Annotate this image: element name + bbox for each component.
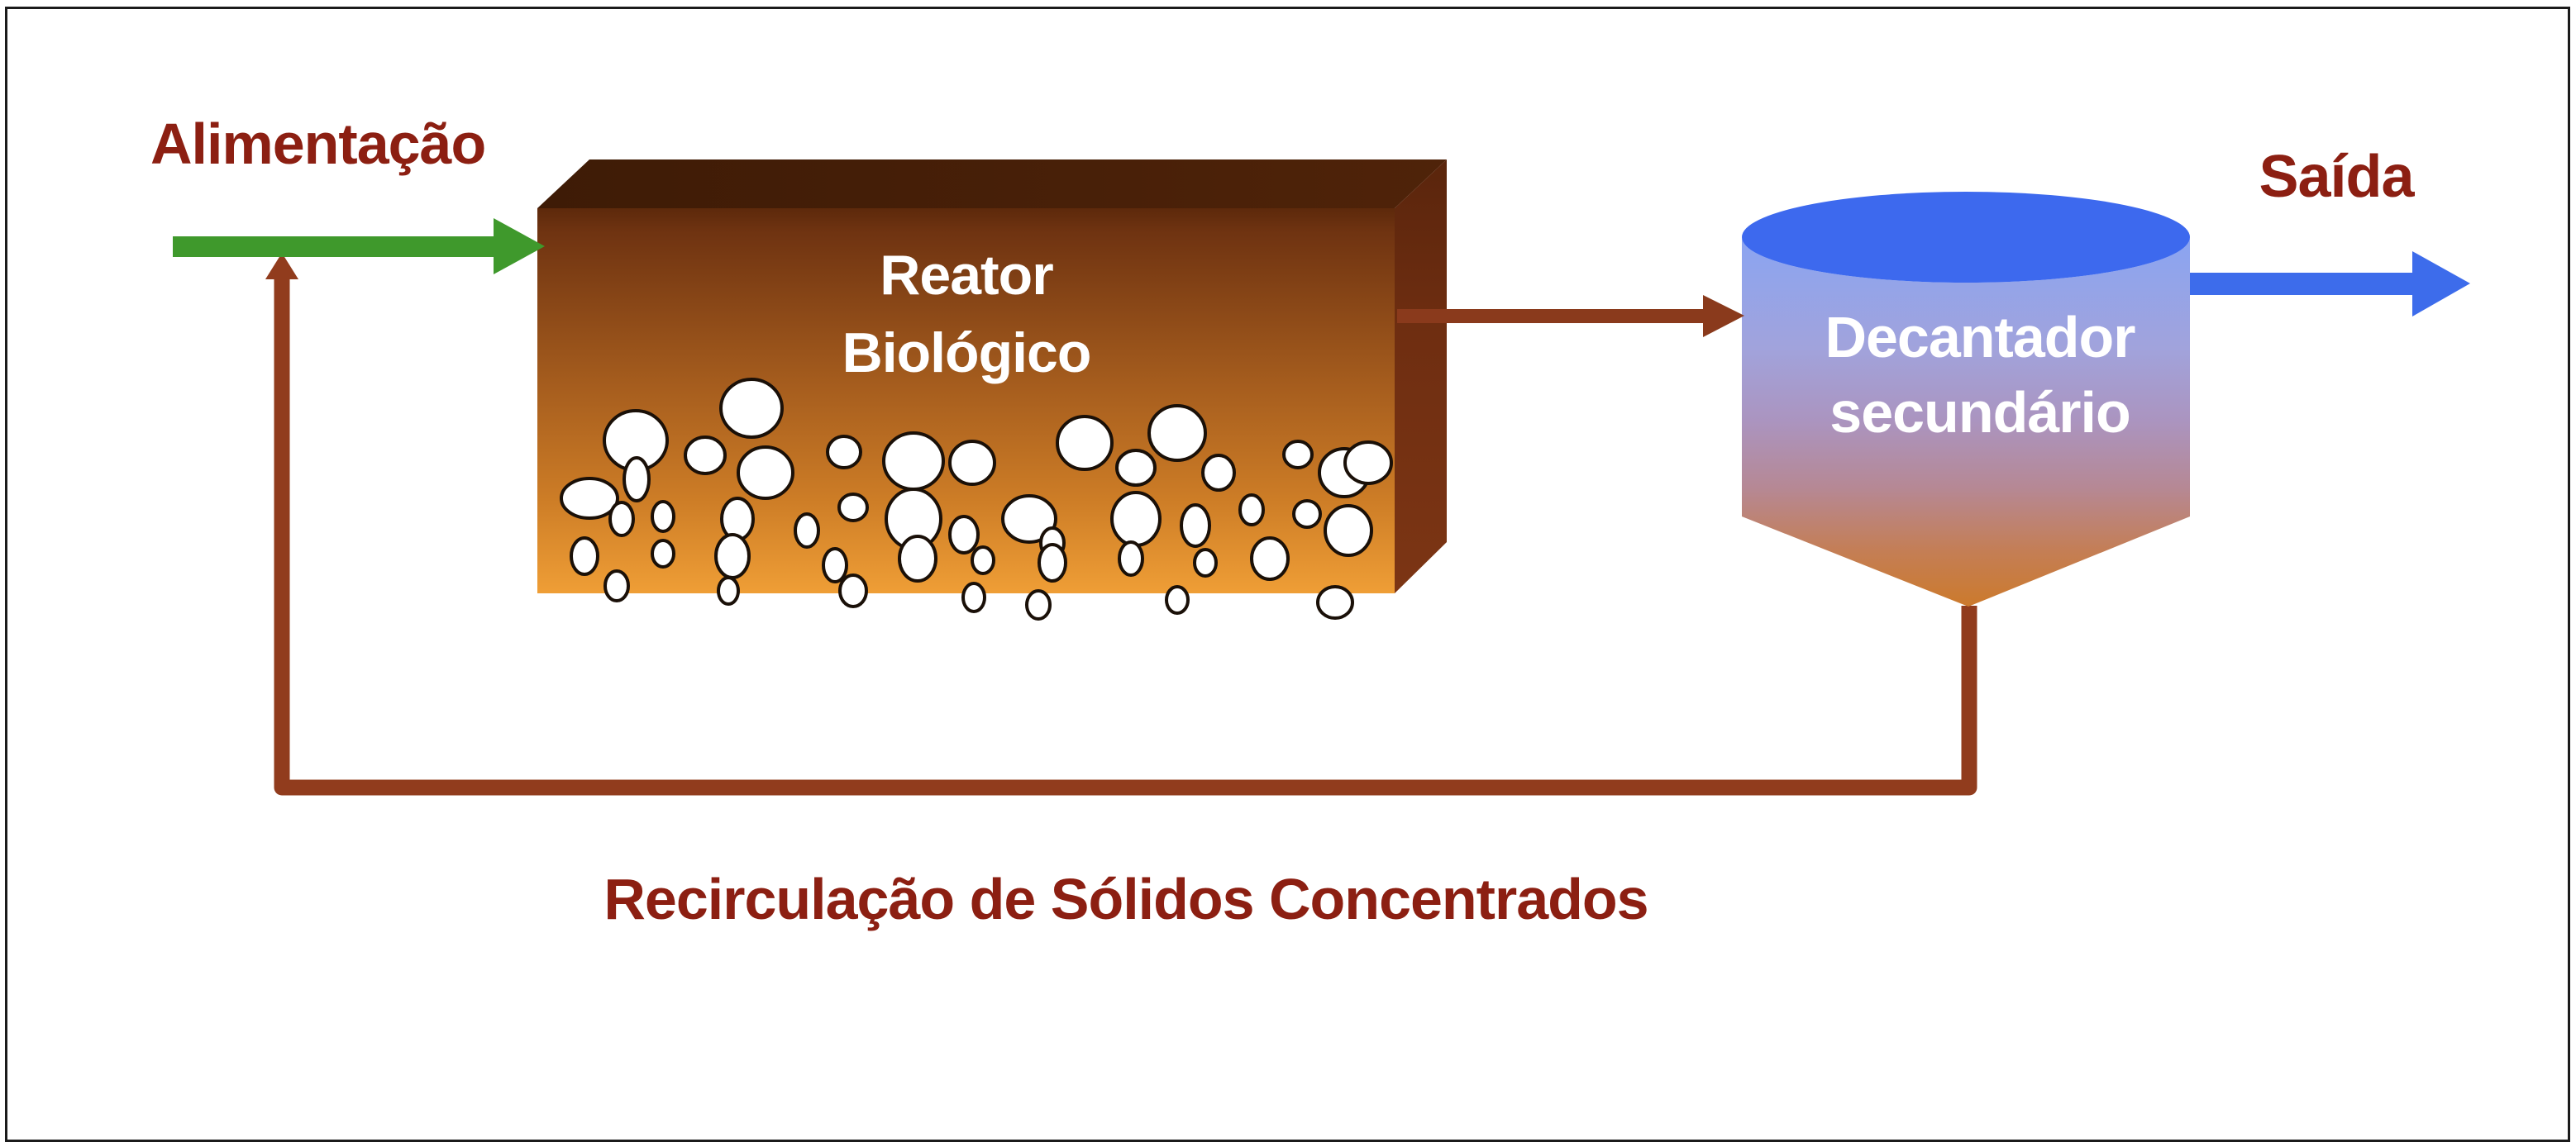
bubble	[560, 477, 619, 520]
bubble	[720, 497, 755, 541]
recirculation-label: Recirculação de Sólidos Concentrados	[603, 867, 1648, 931]
reactor-top-face	[537, 159, 1447, 208]
bubble	[898, 535, 937, 583]
bubble	[570, 536, 599, 576]
recirculation-arrowhead-icon	[265, 253, 298, 279]
bubble	[719, 378, 784, 439]
recirculation-pipe	[274, 274, 1977, 796]
bubble	[1201, 454, 1236, 492]
diagram-frame	[5, 7, 2570, 1142]
reactor-vessel: Reator Biológico	[537, 159, 1447, 621]
aeration-bubbles	[560, 378, 1393, 621]
transfer-arrow-icon	[1397, 295, 1744, 337]
decanter-body	[1742, 237, 2190, 607]
bubble	[794, 512, 820, 549]
reactor-label-line2: Biológico	[842, 321, 1091, 384]
bubble	[651, 500, 675, 533]
bubble	[838, 574, 868, 608]
bubble	[737, 445, 794, 500]
bubble	[608, 501, 635, 537]
bubble	[1180, 503, 1211, 548]
bubble	[684, 435, 727, 475]
bubble	[961, 582, 986, 613]
reactor-side-face	[1395, 159, 1447, 593]
bubble	[1316, 585, 1354, 620]
bubble	[1292, 499, 1322, 529]
bubble	[1110, 491, 1162, 547]
bubble	[1025, 589, 1052, 621]
bubble	[822, 547, 848, 583]
bubble	[948, 515, 980, 554]
decanter-label-line2: secundário	[1829, 380, 2130, 445]
bubble	[1250, 536, 1290, 581]
bubble	[1193, 548, 1218, 578]
bubble	[603, 569, 630, 602]
feed-arrow-icon	[173, 218, 545, 274]
bubble	[1343, 440, 1393, 485]
bubble	[826, 435, 862, 469]
reactor-label-line1: Reator	[880, 244, 1053, 307]
bubble	[714, 533, 751, 579]
bubble	[1001, 494, 1057, 544]
decanter-lid	[1742, 192, 2190, 283]
decanter-label-line1: Decantador	[1825, 305, 2135, 369]
bubble	[1165, 585, 1190, 615]
bubble	[837, 493, 869, 522]
bubble	[1147, 404, 1207, 462]
decanter-vessel: Decantador secundário	[1742, 192, 2190, 607]
exit-label: Saída	[2259, 144, 2415, 210]
feed-label: Alimentação	[150, 112, 485, 176]
bubble	[1118, 540, 1144, 577]
bubble	[1056, 415, 1114, 471]
bubble	[1324, 504, 1373, 557]
bubble	[1282, 440, 1314, 469]
bubble	[948, 440, 996, 486]
bubble	[623, 456, 651, 502]
bubble	[1238, 493, 1265, 526]
bubble	[717, 576, 740, 606]
exit-arrow-icon	[2190, 251, 2470, 316]
bubble	[971, 545, 995, 575]
bubble	[1038, 543, 1067, 583]
bubble	[1115, 449, 1157, 487]
bubble	[651, 539, 675, 569]
bubble	[882, 431, 945, 491]
